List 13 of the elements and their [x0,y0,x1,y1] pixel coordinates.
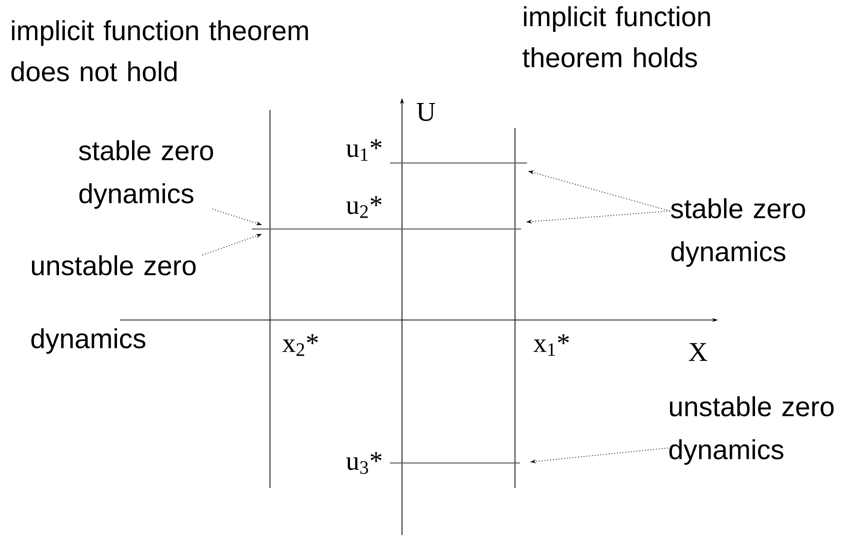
value-label: x$_{1}$* [533,334,569,356]
axis-label: X [688,343,708,361]
annotation-text: unstable zero dynamics [31,255,196,354]
value-label: u$_{1}$* [346,139,382,161]
annotation-text: stable zero dynamics [670,198,806,267]
value-label: u$_{2}$* [346,196,382,218]
value-label: u$_{3}$* [346,452,382,474]
region-title: implicit function theorem does not hold [11,20,308,82]
annotation-text: stable zero dynamics [78,140,214,209]
axis-label: U [416,103,436,121]
value-label: x$_{2}$* [282,334,318,356]
annotation-text: unstable zero dynamics [669,396,834,465]
region-title: implicit function theorem holds [522,6,710,68]
